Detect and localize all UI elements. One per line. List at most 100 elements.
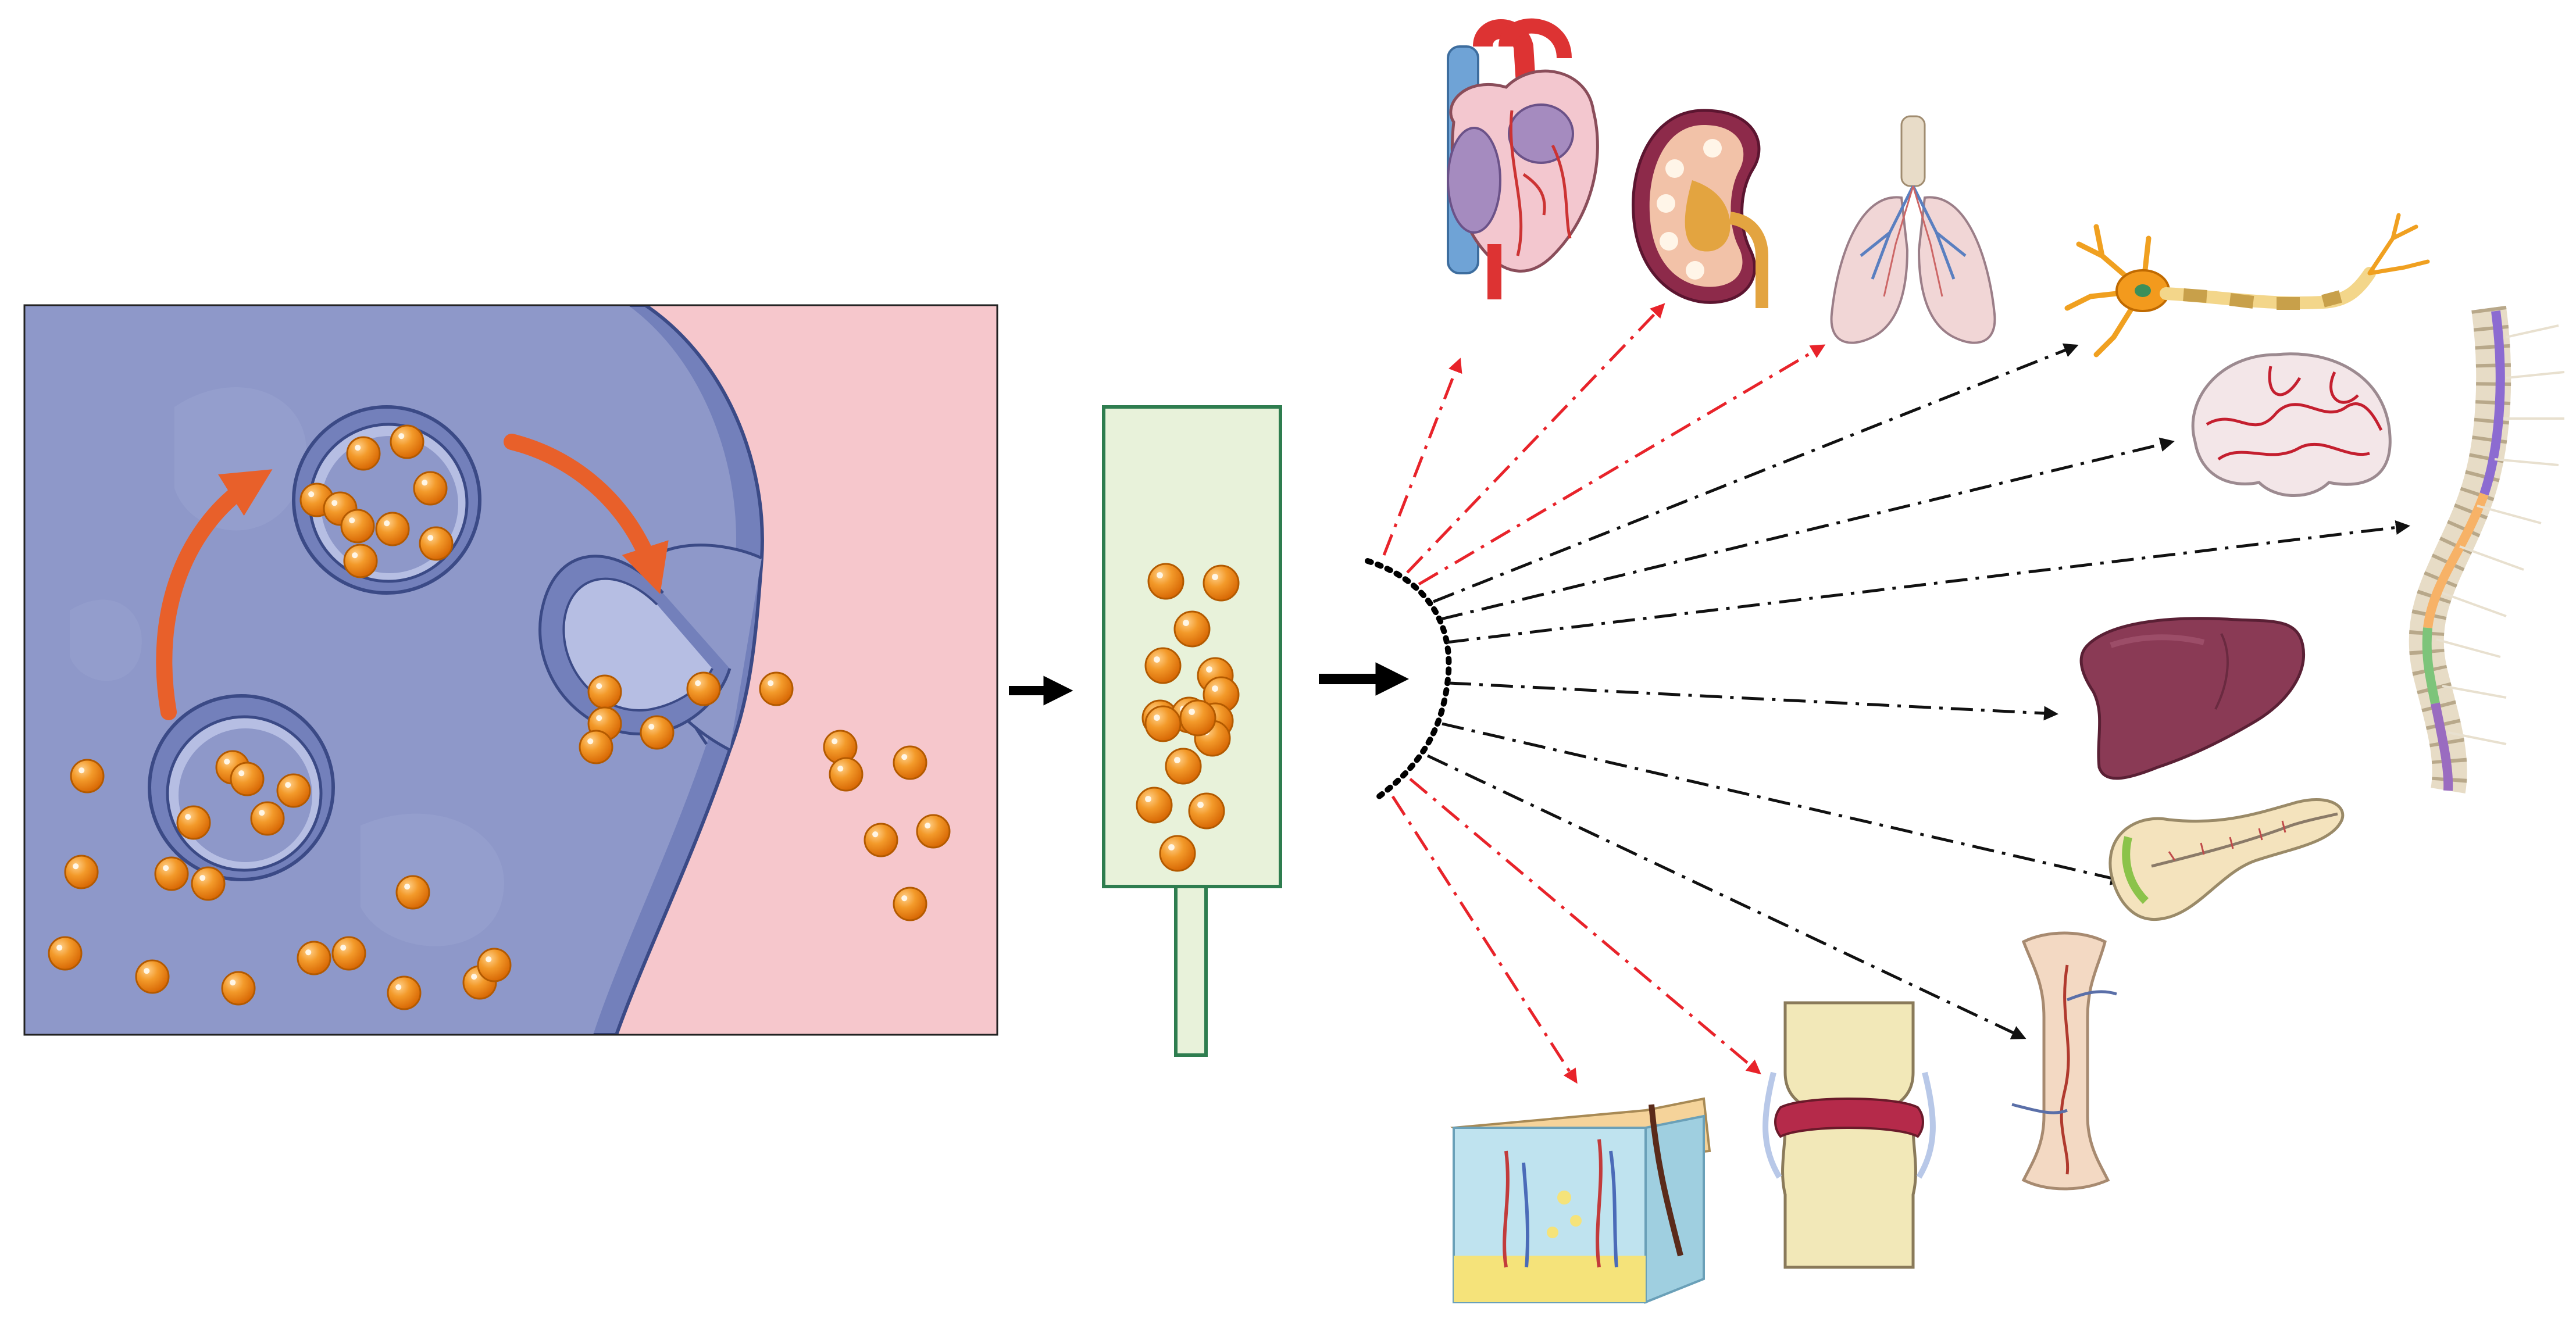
particle-highlight: [1183, 620, 1189, 626]
particle-highlight: [144, 968, 150, 974]
exosome-particle: [191, 866, 226, 901]
liver-icon: [2079, 617, 2305, 780]
exosome-particle: [230, 762, 265, 796]
particle-highlight: [486, 956, 492, 963]
bone-icon: [2011, 931, 2117, 1191]
particle-highlight: [395, 984, 402, 991]
purification-column: [1102, 405, 1282, 1057]
exosome-particle: [250, 801, 285, 836]
particle-highlight: [1212, 574, 1218, 580]
particle-highlight: [199, 875, 206, 881]
arrow-joint: [1409, 778, 1761, 1075]
particle-highlight: [925, 823, 931, 829]
exosome-particle: [387, 975, 422, 1010]
particle-highlight: [1157, 572, 1163, 578]
exosome-particle: [916, 814, 951, 849]
column-outlet: [1174, 885, 1208, 1057]
exosome-particle: [1203, 564, 1240, 602]
exosome-particle: [70, 759, 105, 794]
brain-icon: [2191, 352, 2392, 497]
particle-highlight: [1145, 796, 1151, 802]
exosome-particle: [477, 948, 512, 982]
arrow-neuron: [1433, 343, 2079, 603]
exosome-particle: [413, 471, 448, 506]
particle-highlight: [1212, 685, 1218, 692]
lungs-icon: [1830, 115, 1996, 344]
exosome-particle: [419, 526, 454, 561]
arrow-liver: [1448, 681, 2058, 721]
exosome-particle: [343, 544, 378, 578]
particle-highlight: [1189, 709, 1195, 715]
particle-highlight: [695, 680, 701, 687]
exosome-particle: [1173, 610, 1211, 648]
neuron-icon: [2064, 213, 2430, 358]
particle-highlight: [349, 517, 355, 524]
exosome-particle: [154, 856, 189, 891]
exosome-particle: [1179, 699, 1216, 737]
exosome-particle: [340, 509, 375, 544]
exosome-particle: [1159, 835, 1196, 872]
exosome-particle: [579, 730, 613, 764]
particle-highlight: [73, 863, 79, 870]
particle-highlight: [230, 980, 236, 986]
exosome-particle: [346, 436, 381, 471]
arrow-brain: [1440, 437, 2175, 621]
distribution-hub: [1365, 558, 1452, 802]
particle-highlight: [355, 445, 361, 451]
exosome-particle: [276, 773, 311, 808]
particle-highlight: [352, 552, 358, 559]
particle-highlight: [901, 754, 908, 760]
exosome-particle: [135, 959, 170, 994]
targeting-arrows: [1382, 303, 2410, 1084]
exosome-particle: [297, 941, 331, 975]
cell-secretion-panel: [23, 304, 998, 1036]
exosome-particle: [395, 875, 430, 910]
exosome-particle: [893, 887, 927, 921]
exosome-particle: [1188, 792, 1225, 830]
particle-highlight: [422, 480, 428, 486]
particle-highlight: [596, 715, 602, 721]
particle-highlight: [587, 738, 594, 745]
particle-highlight: [1206, 666, 1212, 673]
exosome-particle: [759, 671, 794, 706]
particle-highlight: [340, 945, 347, 951]
particle-highlight: [285, 782, 291, 788]
particle-highlight: [305, 949, 312, 956]
particle-highlight: [398, 433, 405, 439]
exosome-particle: [48, 936, 83, 971]
heart-icon: [1447, 18, 1599, 299]
particle-highlight: [837, 766, 844, 772]
arrow-skin: [1391, 795, 1578, 1084]
arrow-spine: [1446, 520, 2410, 644]
particle-highlight: [224, 759, 230, 765]
particle-highlight: [404, 884, 411, 890]
transport-arrow-up: [156, 469, 273, 720]
particle-highlight: [1154, 656, 1160, 663]
exosome-particle: [1136, 787, 1173, 824]
exosome-particle: [221, 971, 256, 1006]
exosome-particle: [1165, 748, 1202, 785]
exosome-particle: [864, 823, 898, 857]
exosome-particle: [1147, 563, 1184, 600]
particle-highlight: [79, 767, 85, 774]
exosome-particle: [640, 715, 675, 750]
exosome-particle: [176, 805, 211, 840]
arrow-pancreas: [1442, 722, 2125, 885]
exosome-particle: [587, 674, 622, 709]
particle-highlight: [1168, 844, 1175, 850]
exosome-particle: [390, 424, 424, 459]
arrow-kidney: [1406, 303, 1665, 574]
exosome-particles-column: [1136, 563, 1240, 872]
spine-icon: [2409, 305, 2565, 794]
particle-highlight: [308, 491, 315, 498]
particle-highlight: [1197, 802, 1204, 808]
particle-highlight: [1174, 757, 1180, 763]
exosome-particle: [829, 757, 864, 792]
particle-highlight: [901, 895, 908, 902]
particle-highlight: [185, 814, 191, 820]
particle-highlight: [471, 974, 477, 980]
particle-highlight: [872, 831, 879, 838]
exosome-particle: [1144, 647, 1182, 684]
